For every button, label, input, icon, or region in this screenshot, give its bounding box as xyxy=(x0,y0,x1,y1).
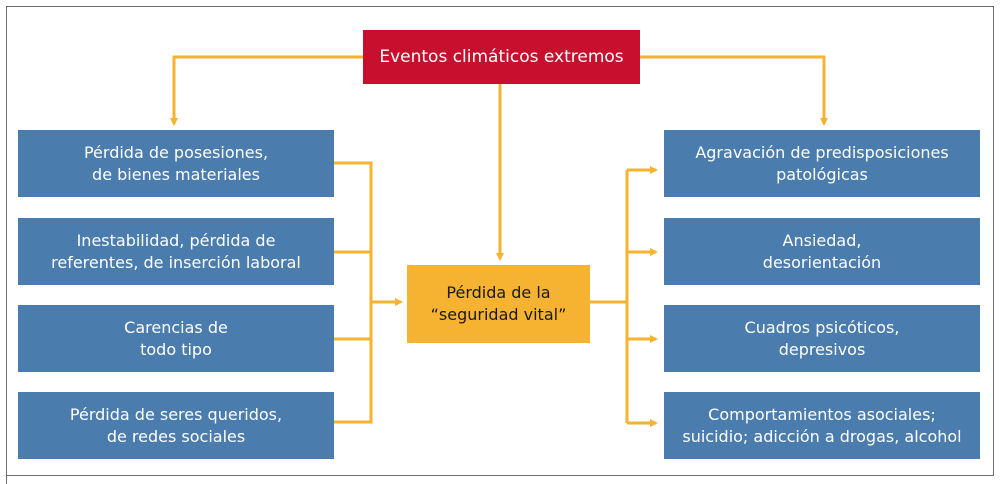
figure-frame xyxy=(6,6,994,476)
bracket-left xyxy=(334,161,373,424)
cause-box-1: Pérdida de posesiones, de bienes materia… xyxy=(18,130,334,197)
effect-box-4: Comportamientos asociales; suicidio; adi… xyxy=(664,392,980,459)
effect-box-2: Ansiedad, desorientación xyxy=(664,218,980,285)
arrow-top-to-left xyxy=(170,55,363,126)
center-box: Pérdida de la “seguridad vital” xyxy=(407,265,590,343)
cause-box-4: Pérdida de seres queridos, de redes soci… xyxy=(18,392,334,459)
top-event-box: Eventos climáticos extremos xyxy=(363,30,640,84)
effect-box-1: Agravación de predisposiciones patológic… xyxy=(664,130,980,197)
arrow-top-to-right xyxy=(640,55,828,126)
frame-tick xyxy=(6,476,7,484)
effect-box-3: Cuadros psicóticos, depresivos xyxy=(664,305,980,372)
cause-box-2: Inestabilidad, pérdida de referentes, de… xyxy=(18,218,334,285)
cause-box-3: Carencias de todo tipo xyxy=(18,305,334,372)
